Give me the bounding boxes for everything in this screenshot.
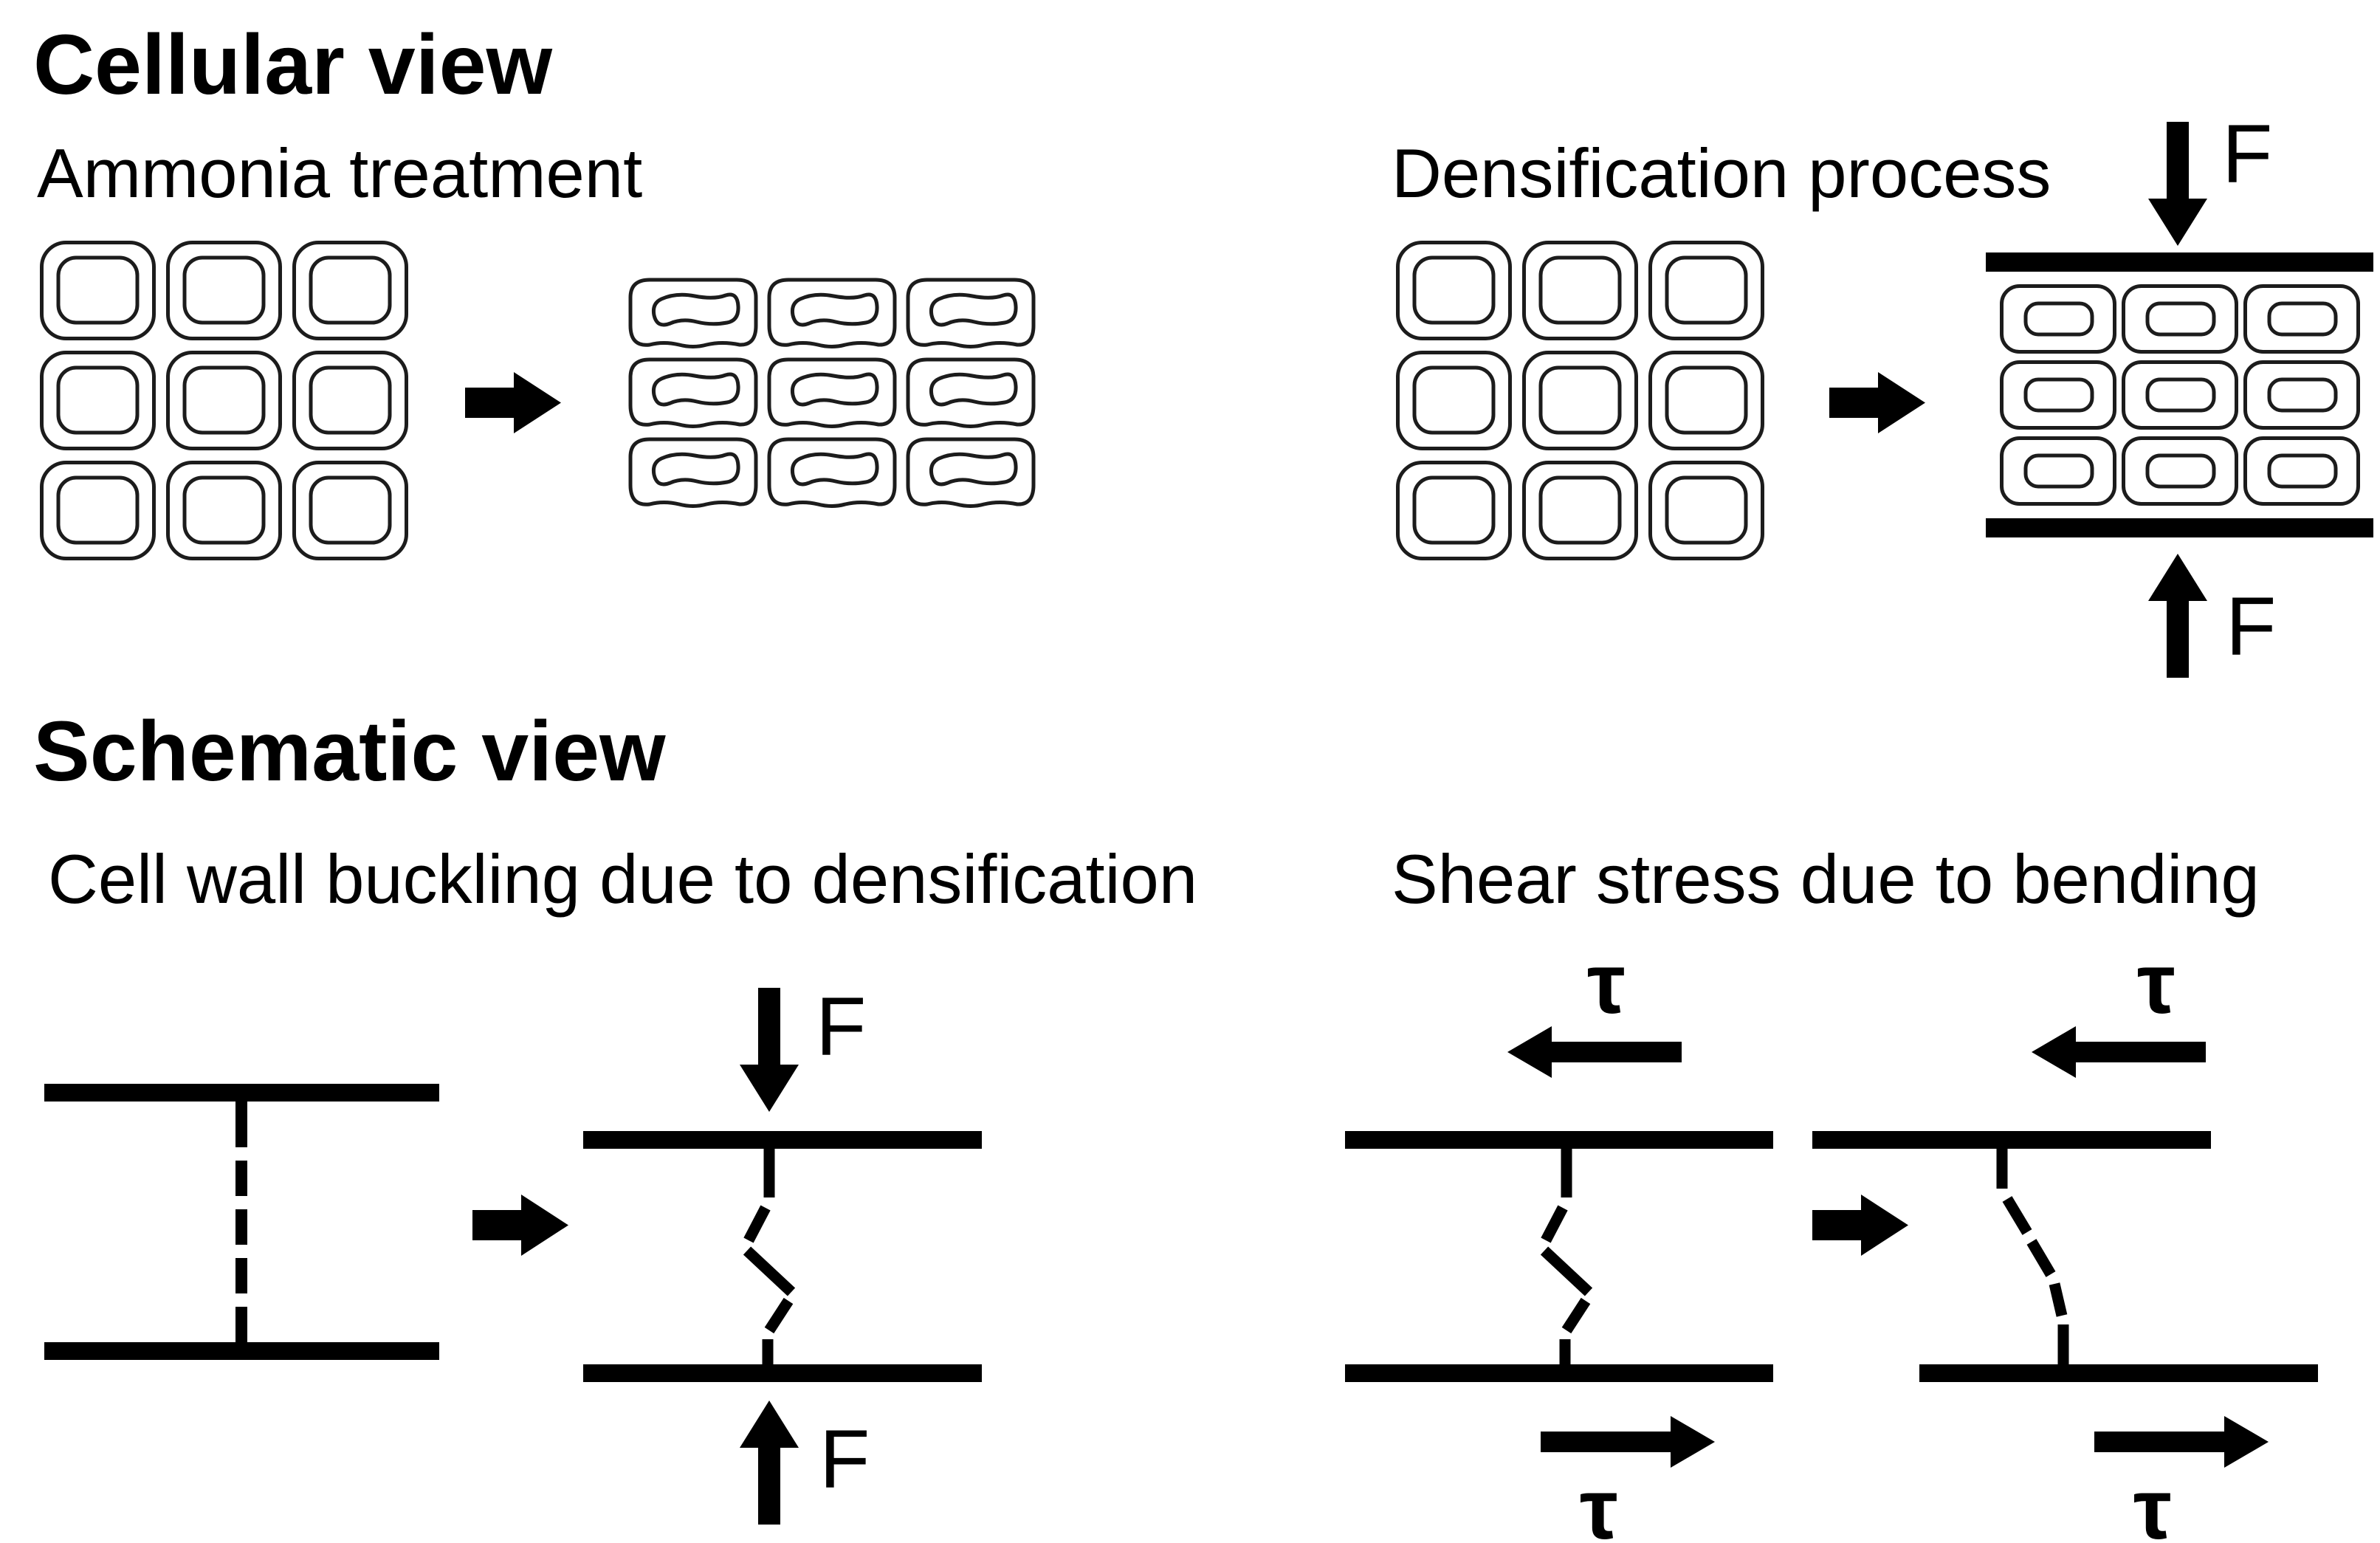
sheared-arrow-right-bottom-icon <box>2093 1415 2270 1469</box>
untreated-wood-cell <box>1648 460 1765 561</box>
untreated-wood-cell <box>1395 240 1513 341</box>
compression-force-up-arrow-icon <box>2144 552 2212 678</box>
shear-tau-label-bottom-left: τ <box>1580 1461 1618 1543</box>
buckling-force-label-top: F <box>816 980 867 1073</box>
intact-wall-bottom-flange <box>44 1342 439 1360</box>
buckled-wall-bottom-flange <box>583 1364 982 1382</box>
shear-arrow-right-bottom-icon <box>1539 1415 1716 1469</box>
buckling-transform-arrow-right-icon <box>472 1190 568 1260</box>
shear-buckled-top-flange <box>1345 1131 1773 1149</box>
untreated-wood-cell <box>1521 240 1639 341</box>
treated-wood-cell <box>627 357 759 430</box>
compressed-wood-cell <box>1999 283 2117 354</box>
untreated-wood-cell <box>292 350 409 451</box>
compressed-wood-cell <box>2243 360 2361 430</box>
shear-buckled-zigzag-line <box>1522 1149 1611 1364</box>
buckled-wall-top-flange <box>583 1131 982 1149</box>
compressed-wood-cell <box>2243 283 2361 354</box>
densification-transform-arrow-right-icon <box>1829 368 1925 438</box>
shear-transform-arrow-right-icon <box>1812 1190 1908 1260</box>
treated-wood-cell <box>905 357 1036 430</box>
untreated-wood-cell <box>1521 350 1639 451</box>
cellular-view-title: Cellular view <box>33 18 553 112</box>
press-plate-top <box>1986 252 2373 272</box>
treated-wood-cell <box>905 436 1036 510</box>
untreated-wood-cell <box>39 350 157 451</box>
untreated-wood-cell <box>165 350 283 451</box>
force-label-bottom: F <box>2226 580 2277 673</box>
sheared-wall-bottom-flange <box>1919 1364 2318 1382</box>
ammonia-treatment-label: Ammonia treatment <box>37 134 643 212</box>
sheared-wall-top-flange <box>1812 1131 2211 1149</box>
untreated-wood-cell <box>1395 460 1513 561</box>
shear-tau-label-top-left: τ <box>1587 935 1626 1031</box>
untreated-wood-cell <box>39 460 157 561</box>
press-plate-bottom <box>1986 518 2373 537</box>
sheared-cell-wall-diagonal-line <box>1973 1149 2091 1364</box>
treated-wood-cell <box>766 436 898 510</box>
treated-wood-cell <box>766 357 898 430</box>
buckling-force-label-bottom: F <box>819 1413 870 1505</box>
shear-arrow-left-top-icon <box>1506 1025 1683 1079</box>
densification-process-label: Densification process <box>1392 134 2051 212</box>
intact-wall-top-flange <box>44 1084 439 1102</box>
intact-cell-wall-dashed-line <box>235 1102 247 1342</box>
schematic-view-title: Schematic view <box>33 704 666 799</box>
compressed-wood-cell <box>2121 360 2239 430</box>
untreated-wood-cell <box>292 460 409 561</box>
untreated-wood-cell <box>292 240 409 341</box>
untreated-wood-cell <box>1521 460 1639 561</box>
ammonia-treated-cell-grid <box>627 277 1036 510</box>
shear-tau-label-bottom-right: τ <box>2133 1461 2172 1543</box>
compressed-wood-cell <box>2121 436 2239 506</box>
densified-cell-grid <box>1999 283 2361 506</box>
compression-force-down-arrow-icon <box>2144 122 2212 247</box>
untreated-wood-cell <box>1648 240 1765 341</box>
untreated-wood-cell <box>165 240 283 341</box>
ammonia-untreated-cell-grid <box>39 240 409 561</box>
untreated-wood-cell <box>1395 350 1513 451</box>
compressed-wood-cell <box>1999 360 2117 430</box>
untreated-wood-cell <box>165 460 283 561</box>
ammonia-transform-arrow-right-icon <box>465 368 561 438</box>
untreated-wood-cell <box>1648 350 1765 451</box>
buckled-cell-wall-zigzag-line <box>725 1149 814 1364</box>
treated-wood-cell <box>627 436 759 510</box>
compressed-wood-cell <box>1999 436 2117 506</box>
shear-tau-label-top-right: τ <box>2137 935 2176 1031</box>
compressed-wood-cell <box>2243 436 2361 506</box>
cell-wall-buckling-label: Cell wall buckling due to densification <box>48 840 1198 918</box>
treated-wood-cell <box>766 277 898 351</box>
buckling-force-down-arrow-icon <box>735 988 803 1113</box>
shear-stress-label: Shear stress due to bending <box>1392 840 2260 918</box>
compressed-wood-cell <box>2121 283 2239 354</box>
shear-buckled-bottom-flange <box>1345 1364 1773 1382</box>
treated-wood-cell <box>905 277 1036 351</box>
untreated-wood-cell <box>39 240 157 341</box>
treated-wood-cell <box>627 277 759 351</box>
densification-untreated-cell-grid <box>1395 240 1765 561</box>
sheared-arrow-left-top-icon <box>2030 1025 2207 1079</box>
buckling-force-up-arrow-icon <box>735 1399 803 1525</box>
force-label-top: F <box>2222 108 2273 200</box>
